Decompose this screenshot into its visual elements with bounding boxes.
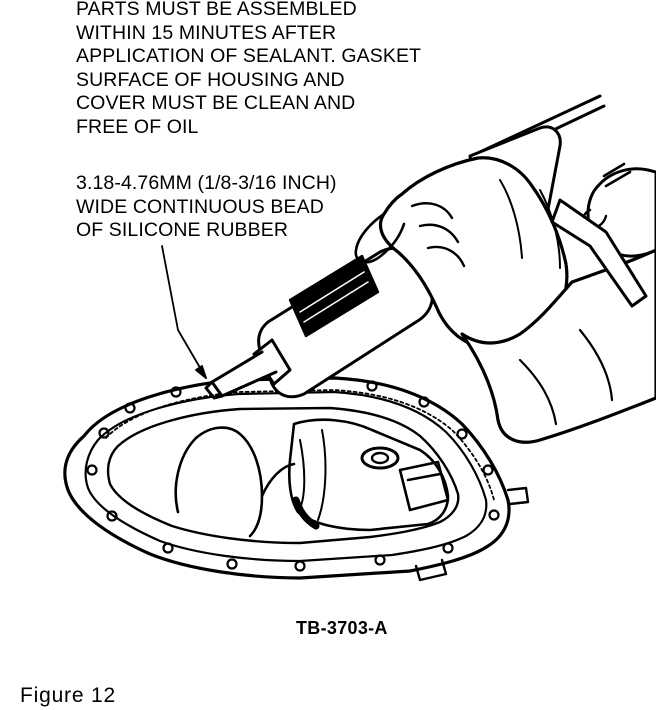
bead-spec-callout: 3.18-4.76MM (1/8-3/16 INCH) WIDE CONTINU… <box>76 172 337 243</box>
assembly-note-line: FREE OF OIL <box>76 115 199 138</box>
pinion-boss <box>360 446 400 470</box>
callout-arrowhead <box>195 365 207 379</box>
bead-spec-line: 3.18-4.76MM (1/8-3/16 INCH) <box>76 172 337 194</box>
assembly-note-line: COVER MUST BE CLEAN AND <box>76 92 356 115</box>
assembly-note-line: APPLICATION OF SEALANT. GASKET <box>76 45 422 68</box>
flange-tab-right <box>506 486 530 506</box>
carrier-body <box>287 418 450 532</box>
glove-seam <box>499 179 561 269</box>
assembly-note-line: SURFACE OF HOUSING AND <box>76 68 345 91</box>
pinion-boss-inner <box>370 451 390 465</box>
tube-nozzle <box>210 350 278 398</box>
sleeve-fold <box>518 328 614 426</box>
silicone-tube <box>204 246 434 400</box>
assembly-note-line: WITHIN 15 MINUTES AFTER <box>76 21 337 44</box>
housing-cavity-edge <box>106 406 460 545</box>
bead-spec-line: OF SILICONE RUBBER <box>76 219 289 242</box>
callout-leader-line <box>161 245 207 379</box>
gun-trigger <box>602 162 632 188</box>
ring-gear-right-face <box>260 462 296 498</box>
tube-band-lettering <box>299 271 369 323</box>
assembly-note-line: PARTS MUST BE ASSEMBLED <box>76 0 357 20</box>
bead-spec-line: WIDE CONTINUOUS BEAD <box>76 195 324 218</box>
tube-nozzle-tip <box>204 380 224 400</box>
tube-band <box>288 254 380 338</box>
flange-tab-lower <box>414 558 448 582</box>
gun-handle <box>550 198 648 308</box>
silicone-bead <box>105 389 495 501</box>
figure-caption: Figure 12 <box>20 684 116 707</box>
glove-thumb <box>354 212 406 264</box>
illustration-code: TB-3703-A <box>296 618 388 638</box>
ring-gear-left-face <box>174 426 264 538</box>
carrier-shadow <box>292 496 320 530</box>
housing-flange-inner <box>84 390 488 563</box>
assembly-note-callout: PARTS MUST BE ASSEMBLED WITHIN 15 MINUTE… <box>76 0 421 140</box>
glove-knuckles <box>410 202 466 268</box>
housing-flange-outer <box>63 376 511 580</box>
bearing-cap <box>398 460 450 512</box>
